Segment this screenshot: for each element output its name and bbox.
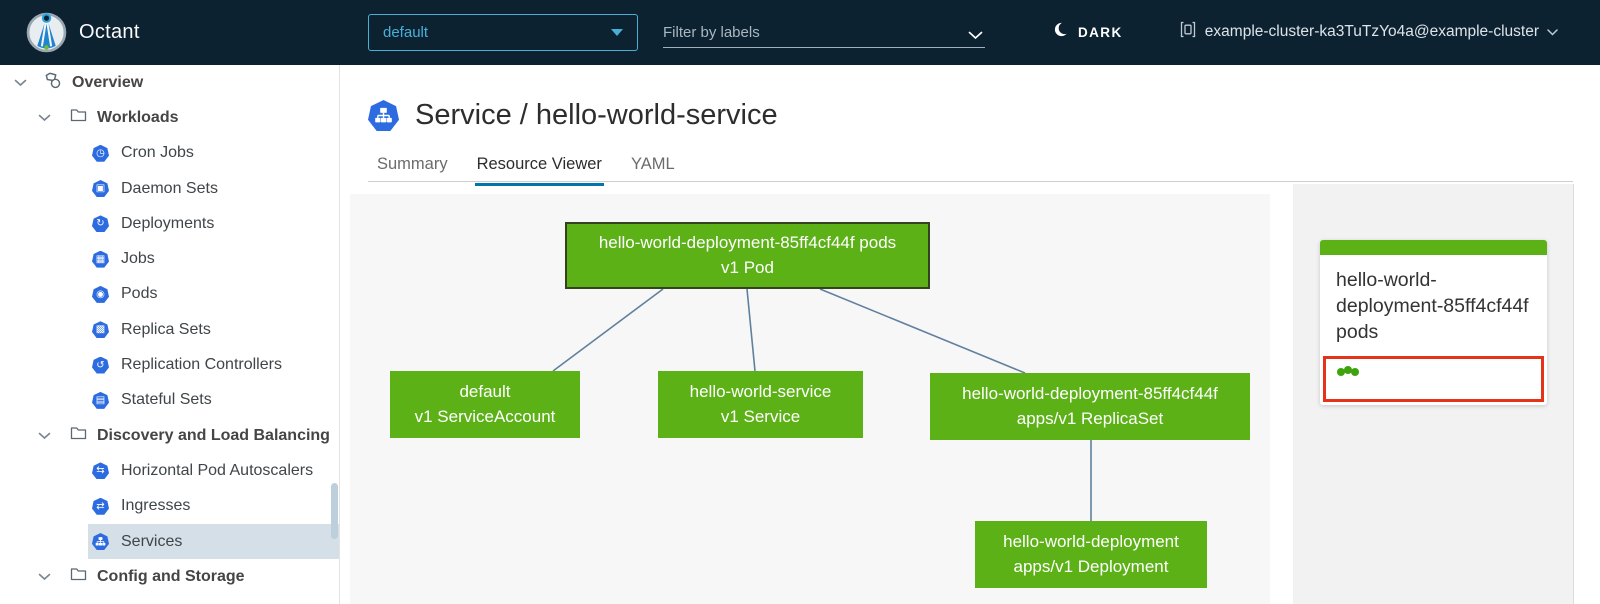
sidebar-item-services[interactable]: Services xyxy=(0,523,339,560)
tab-bar: Summary Resource Viewer YAML xyxy=(375,155,702,186)
pods-icon: ◉ xyxy=(92,285,109,303)
graph-edges xyxy=(552,288,1092,521)
card-status-bar xyxy=(1320,240,1547,255)
app-name: Octant xyxy=(79,21,140,43)
namespace-value: default xyxy=(383,24,429,41)
chevron-down-icon[interactable] xyxy=(968,27,983,45)
deployments-icon: ↻ xyxy=(92,215,109,233)
dropdown-caret-icon xyxy=(611,29,623,36)
graph-node-service[interactable]: hello-world-service v1 Service xyxy=(658,371,863,438)
chevron-down-icon[interactable] xyxy=(38,427,51,445)
services-icon xyxy=(92,533,109,550)
daemon-sets-icon: ▣ xyxy=(92,180,109,198)
resource-viewer-canvas[interactable]: hello-world-deployment-85ff4cf44f pods v… xyxy=(350,194,1270,604)
folder-icon xyxy=(70,108,87,127)
graph-node-deployment[interactable]: hello-world-deployment apps/v1 Deploymen… xyxy=(975,521,1207,588)
sidebar-item-jobs[interactable]: ▦ Jobs xyxy=(0,241,339,276)
chevron-down-icon[interactable] xyxy=(38,109,51,127)
node-name: hello-world-service xyxy=(689,382,832,402)
sidebar-item-daemon-sets[interactable]: ▣ Daemon Sets xyxy=(0,171,339,206)
sidebar-item-cron-jobs[interactable]: ◷ Cron Jobs xyxy=(0,136,339,171)
node-name: hello-world-deployment-85ff4cf44f pods xyxy=(598,233,897,253)
cluster-icon xyxy=(1180,21,1196,43)
tab-resource-viewer[interactable]: Resource Viewer xyxy=(474,155,604,186)
detail-panel: hello-world-deployment-85ff4cf44f pods xyxy=(1293,184,1574,604)
replication-controllers-icon: ↺ xyxy=(92,356,109,374)
theme-toggle[interactable]: DARK xyxy=(1053,21,1123,43)
node-kind: apps/v1 Deployment xyxy=(1013,556,1169,576)
service-kind-icon xyxy=(368,100,399,131)
ingresses-icon: ⇄ xyxy=(92,497,109,515)
pod-status-box[interactable] xyxy=(1323,355,1544,402)
selected-row-highlight xyxy=(88,523,339,560)
replica-sets-icon: ▩ xyxy=(92,321,109,339)
sidebar-item-pods[interactable]: ◉ Pods xyxy=(0,277,339,312)
selected-node-card[interactable]: hello-world-deployment-85ff4cf44f pods xyxy=(1320,240,1547,405)
sidebar-group-discovery-and-load-balancing[interactable]: Discovery and Load Balancing xyxy=(0,418,339,453)
folder-icon xyxy=(70,567,87,586)
tab-divider xyxy=(368,181,1573,182)
moon-icon xyxy=(1053,21,1071,43)
overview-icon xyxy=(44,72,62,94)
label-filter xyxy=(663,18,985,48)
node-name: hello-world-deployment xyxy=(1003,532,1179,552)
tab-summary[interactable]: Summary xyxy=(377,155,448,173)
page-title-text: Service / hello-world-service xyxy=(415,99,778,131)
node-kind: v1 Pod xyxy=(721,257,774,277)
node-name: default xyxy=(459,382,511,402)
node-kind: apps/v1 ReplicaSet xyxy=(1016,408,1164,428)
sidebar-item-stateful-sets[interactable]: ▤ Stateful Sets xyxy=(0,383,339,418)
sidebar-item-deployments[interactable]: ↻ Deployments xyxy=(0,206,339,241)
sidebar-item-replication-controllers[interactable]: ↺ Replication Controllers xyxy=(0,347,339,382)
cron-jobs-icon: ◷ xyxy=(92,144,109,162)
jobs-icon: ▦ xyxy=(92,250,109,268)
sidebar-scrollbar[interactable] xyxy=(331,483,338,539)
octant-logo-icon xyxy=(26,12,67,53)
app-header: Octant default DARK xyxy=(0,0,1600,65)
pod-status-dot xyxy=(1344,365,1352,374)
cluster-context-dropdown[interactable]: example-cluster-ka3TuTzYo4a@example-clus… xyxy=(1180,21,1558,43)
pod-status-dot xyxy=(1337,367,1345,376)
node-kind: v1 Service xyxy=(720,406,801,426)
graph-node-pod[interactable]: hello-world-deployment-85ff4cf44f pods v… xyxy=(565,222,930,289)
namespace-dropdown[interactable]: default xyxy=(368,14,638,51)
sidebar-item-replica-sets[interactable]: ▩ Replica Sets xyxy=(0,312,339,347)
sidebar-group-config-and-storage[interactable]: Config and Storage xyxy=(0,559,339,594)
theme-toggle-label: DARK xyxy=(1078,24,1123,40)
chevron-down-icon xyxy=(1547,28,1558,36)
sidebar-item-ingresses[interactable]: ⇄ Ingresses xyxy=(0,489,339,524)
graph-node-serviceaccount[interactable]: default v1 ServiceAccount xyxy=(390,371,580,438)
chevron-down-icon[interactable] xyxy=(38,568,51,586)
sidebar-group-workloads[interactable]: Workloads xyxy=(0,100,339,135)
horizontal-pod-autoscalers-icon: ⇆ xyxy=(92,462,109,480)
folder-icon xyxy=(70,426,87,445)
label-filter-input[interactable] xyxy=(663,18,955,46)
brand: Octant xyxy=(26,12,140,53)
node-kind: v1 ServiceAccount xyxy=(414,406,556,426)
sidebar-item-overview[interactable]: Overview xyxy=(0,65,339,100)
card-title: hello-world-deployment-85ff4cf44f pods xyxy=(1336,269,1529,343)
sidebar-item-horizontal-pod-autoscalers[interactable]: ⇆ Horizontal Pod Autoscalers xyxy=(0,453,339,488)
tab-yaml[interactable]: YAML xyxy=(630,155,675,173)
node-name: hello-world-deployment-85ff4cf44f xyxy=(962,384,1218,404)
stateful-sets-icon: ▤ xyxy=(92,391,109,409)
page-title: Service / hello-world-service xyxy=(368,99,778,132)
chevron-down-icon[interactable] xyxy=(14,74,27,92)
graph-node-replicaset[interactable]: hello-world-deployment-85ff4cf44f apps/v… xyxy=(930,373,1250,440)
sidebar-nav: Overview Workloads ◷ Cron Jobs ▣ Daemon … xyxy=(0,65,340,604)
pod-status-dot xyxy=(1351,367,1359,376)
cluster-context-label: example-cluster-ka3TuTzYo4a@example-clus… xyxy=(1204,23,1539,40)
